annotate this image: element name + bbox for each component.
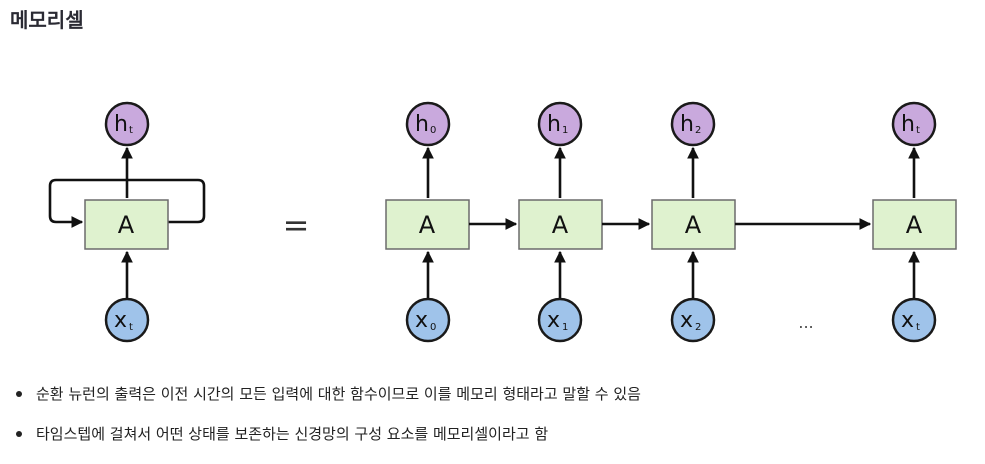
input-label: x [901, 308, 914, 333]
bullet-text: 타임스텝에 걸쳐서 어떤 상태를 보존하는 신경망의 구성 요소를 메모리셀이라… [36, 425, 549, 443]
rolled-loop-arrow [48, 178, 206, 228]
input-label: x [680, 308, 693, 333]
bullet-dot-icon [16, 391, 22, 397]
cell-label: A [685, 211, 702, 239]
rolled-cell-label: A [118, 211, 135, 239]
bullet-text: 순환 뉴런의 출력은 이전 시간의 모든 입력에 대한 함수이므로 이를 메모리… [36, 385, 641, 403]
output-node [405, 101, 451, 147]
ellipsis: ... [798, 313, 813, 332]
input-sub: t [916, 322, 920, 333]
output-sub: t [916, 125, 920, 136]
cell-box [872, 199, 957, 250]
input-node [891, 297, 937, 343]
input-sub: 0 [430, 322, 436, 333]
output-sub: 1 [562, 125, 568, 136]
output-label: h [547, 112, 561, 137]
rolled-output-node: h t [104, 101, 150, 147]
unrolled-step: h 0 A x 0 [385, 101, 470, 343]
cell-box [518, 199, 603, 250]
rolled-output-label: h [114, 112, 128, 137]
output-label: h [901, 112, 915, 137]
input-sub: 2 [695, 322, 701, 333]
input-node [670, 297, 716, 343]
bullet-item: 순환 뉴런의 출력은 이전 시간의 모든 입력에 대한 함수이므로 이를 메모리… [10, 384, 641, 404]
input-node [405, 297, 451, 343]
unrolled-step: h 1 A x 1 [518, 101, 603, 343]
output-sub: 2 [695, 125, 701, 136]
bullet-dot-icon [16, 431, 22, 437]
unrolled-step: h 2 A x 2 [651, 101, 736, 343]
page-title: 메모리셀 [10, 8, 84, 32]
input-label: x [415, 308, 428, 333]
rolled-rnn: h t A x t [48, 101, 206, 343]
cell-label: A [906, 211, 923, 239]
cell-label: A [552, 211, 569, 239]
input-sub: 1 [562, 322, 568, 333]
cell-label: A [419, 211, 436, 239]
bullet-item: 타임스텝에 걸쳐서 어떤 상태를 보존하는 신경망의 구성 요소를 메모리셀이라… [10, 424, 641, 444]
input-node [537, 297, 583, 343]
output-node [670, 101, 716, 147]
cell-box [385, 199, 470, 250]
rolled-input-sub: t [129, 322, 133, 333]
output-label: h [680, 112, 694, 137]
rnn-unrolled-diagram: h t A x t = h 0 A [48, 101, 957, 343]
rolled-cell: A [84, 199, 169, 250]
bullet-list: 순환 뉴런의 출력은 이전 시간의 모든 입력에 대한 함수이므로 이를 메모리… [10, 384, 641, 464]
equals-sign: = [283, 206, 310, 244]
input-label: x [547, 308, 560, 333]
output-label: h [415, 112, 429, 137]
output-sub: 0 [430, 125, 436, 136]
unrolled-rnn: h 0 A x 0 h 1 A x 1 h [385, 101, 957, 343]
unrolled-step: h t A x t [872, 101, 957, 343]
output-node [891, 101, 937, 147]
rolled-output-sub: t [129, 125, 133, 136]
output-node [537, 101, 583, 147]
rolled-input-label: x [114, 308, 127, 333]
rolled-input-node: x t [104, 297, 150, 343]
